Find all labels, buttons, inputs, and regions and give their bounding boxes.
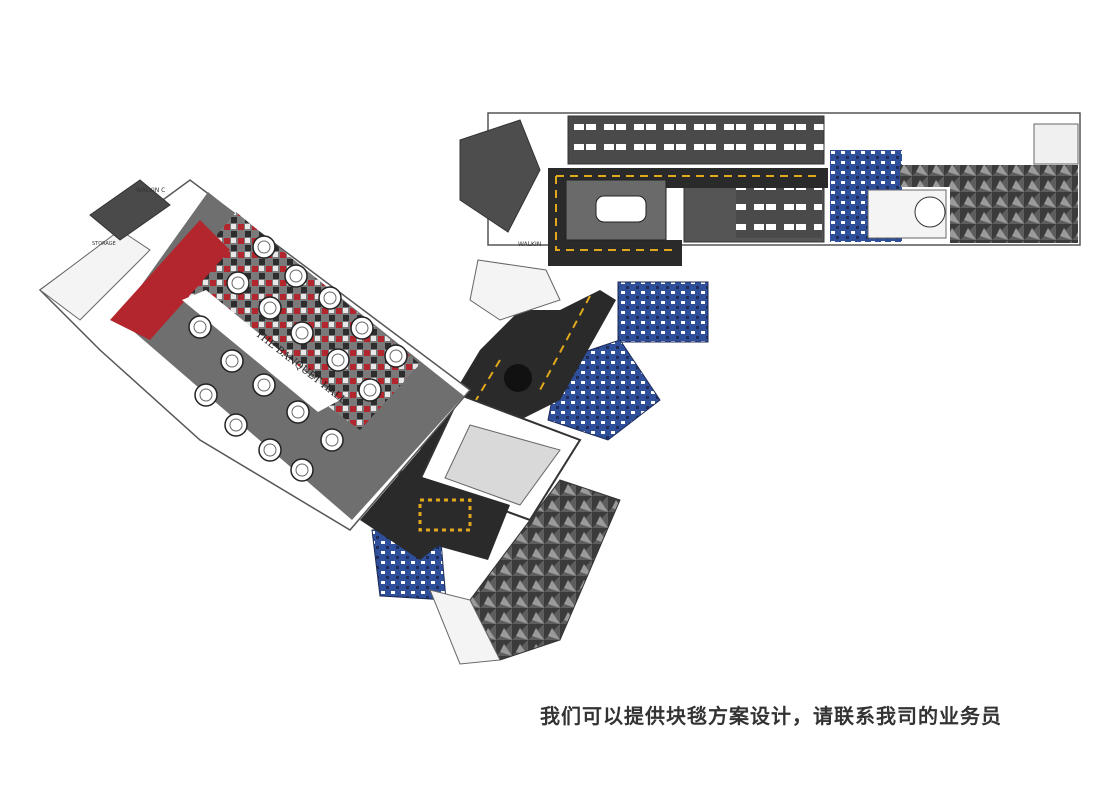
banquet-carpet: [170, 212, 420, 430]
executive-office: [459, 119, 541, 233]
workstation-row-top: [567, 115, 825, 165]
office-desks: [736, 188, 822, 238]
round-table-inner: [355, 321, 369, 335]
round-table: [320, 428, 344, 452]
banquet-hall: THE BANQUET HALL: [38, 179, 472, 531]
bottom-service-room: [429, 589, 501, 665]
round-table: [290, 321, 314, 345]
round-table: [318, 286, 342, 310]
floor-plan: THE BANQUET HALL WALKIN C STORAGE WALKIN: [38, 112, 1081, 665]
round-table-inner: [331, 353, 345, 367]
office-wing: [487, 112, 1081, 246]
round-table-inner: [263, 443, 277, 457]
round-table-inner: [193, 320, 207, 334]
central-circulation: [548, 168, 828, 266]
round-table-inner: [295, 463, 309, 477]
round-table-inner: [325, 433, 339, 447]
stairwell-right: [1033, 123, 1079, 165]
round-table-inner: [289, 269, 303, 283]
round-table: [326, 348, 350, 372]
blue-zone-upper: [617, 281, 709, 343]
round-table: [188, 315, 212, 339]
round-table: [226, 271, 250, 295]
lobby-pattern: [418, 498, 472, 532]
round-table: [284, 264, 308, 288]
banquet-tables: [188, 235, 408, 482]
round-table: [350, 316, 374, 340]
middle-rooms: WALKIN: [459, 119, 561, 321]
round-table-inner: [263, 301, 277, 315]
round-table: [286, 400, 310, 424]
round-table: [252, 373, 276, 397]
round-table-inner: [199, 388, 213, 402]
round-table-inner: [225, 354, 239, 368]
corridor-carpet: [900, 165, 1078, 187]
round-table: [194, 383, 218, 407]
conference-table: [595, 195, 647, 223]
lobby-dark: [380, 470, 510, 560]
round-table-inner: [389, 349, 403, 363]
toilets-block: [469, 259, 561, 321]
road-marking-top: [555, 175, 820, 251]
round-table: [290, 458, 314, 482]
round-table-inner: [291, 405, 305, 419]
round-table: [258, 438, 282, 462]
atrium: [380, 393, 582, 560]
round-table-inner: [231, 276, 245, 290]
left-service-rooms: [39, 229, 151, 321]
red-carpet-stage: [110, 220, 230, 340]
round-table-inner: [257, 240, 271, 254]
cold-room: [89, 179, 171, 241]
stairs: [444, 424, 561, 506]
round-table: [258, 296, 282, 320]
storage-left-label: STORAGE: [92, 241, 116, 247]
hall-aisle: [182, 290, 340, 412]
round-table-inner: [295, 326, 309, 340]
round-table: [224, 413, 248, 437]
road-cross: [548, 240, 682, 266]
round-table: [384, 344, 408, 368]
round-table-inner: [363, 383, 377, 397]
round-table-inner: [229, 418, 243, 432]
round-table-inner: [257, 378, 271, 392]
round-table: [220, 349, 244, 373]
round-table-inner: [323, 291, 337, 305]
right-offices-carpet: [950, 185, 1078, 243]
round-table: [358, 378, 382, 402]
meeting-table: [914, 196, 946, 228]
round-table: [252, 235, 276, 259]
planter: [504, 364, 532, 392]
caption-text: 我们可以提供块毯方案设计，请联系我司的业务员: [540, 704, 1002, 728]
walkin-left-label: WALKIN C: [136, 187, 165, 194]
left-rooms: WALKIN C STORAGE: [39, 179, 171, 321]
walkin-mid-label: WALKIN: [518, 241, 541, 248]
lower-wing-carpet: [469, 479, 621, 661]
